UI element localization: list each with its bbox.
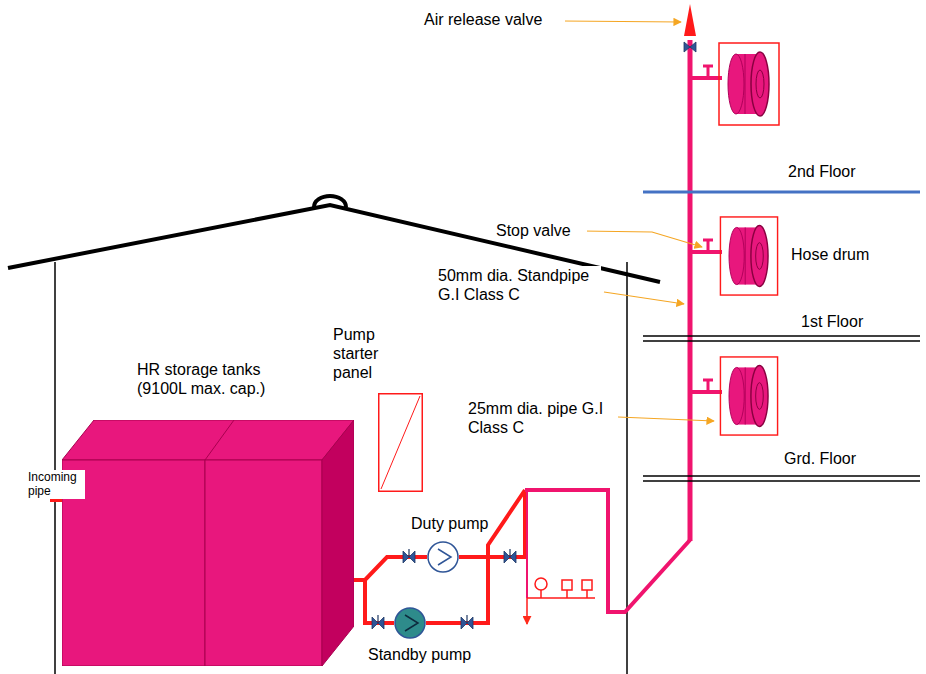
valve-label: Stop valve [495, 221, 587, 240]
node-label: Standby pump [368, 645, 478, 664]
node-shape [378, 393, 423, 492]
pipe-label: 25mm dia. pipe G.I Class C [467, 399, 617, 437]
duty-pump: Duty pump [427, 541, 459, 573]
node-label: Pump starter panel [333, 325, 391, 383]
suction-pipe [354, 580, 394, 623]
floor-label: 1st Floor [800, 312, 902, 331]
storage-tank: HR storage tanks (9100L max. cap.) [62, 420, 354, 666]
standby-pump: Standby pump [394, 607, 426, 639]
pipe-label: Incoming pipe [27, 470, 85, 499]
part-label: Hose drum [790, 245, 892, 264]
floor-label: 2nd Floor [787, 162, 899, 181]
node-label: HR storage tanks (9100L max. cap.) [137, 360, 277, 398]
valve-label: Air release valve [423, 10, 565, 29]
node-shape [427, 541, 459, 573]
floor-label: Grd. Floor [783, 449, 895, 468]
node-shape [394, 607, 426, 639]
starter-panel: Pump starter panel [378, 393, 423, 492]
suction-pipe [354, 557, 427, 580]
node-label: Duty pump [411, 514, 501, 533]
node-shape [62, 420, 354, 666]
pipe-label: 50mm dia. Standpipe G.I Class C [437, 266, 601, 304]
